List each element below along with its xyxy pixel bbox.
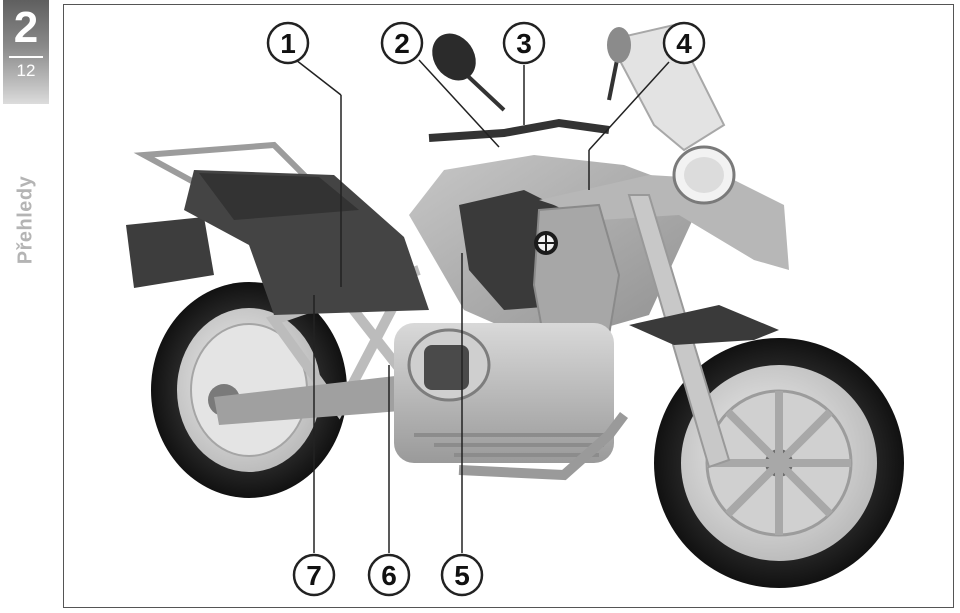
callout-leader-lines: [295, 59, 670, 553]
right-mirror: [607, 27, 631, 63]
callout-7-label: 7: [306, 560, 322, 591]
figure-frame: 1 2 3 4 5 6 7: [63, 4, 954, 608]
chapter-tab: 2 12: [3, 0, 49, 104]
callout-4: 4: [662, 21, 706, 65]
chapter-divider: [9, 56, 43, 58]
page-number: 12: [16, 61, 36, 80]
front-beak: [539, 175, 789, 270]
bmw-logo: [534, 231, 558, 255]
section-title: Přehledy: [14, 175, 37, 265]
callout-7: 7: [292, 553, 336, 597]
callout-3: 3: [502, 21, 546, 65]
engine: [394, 323, 614, 463]
chapter-number: 2: [13, 3, 39, 52]
headlight: [672, 145, 736, 205]
callout-6-label: 6: [381, 560, 397, 591]
callout-3-label: 3: [516, 28, 532, 59]
front-fender: [629, 305, 779, 345]
rear-fender: [126, 217, 214, 288]
seat-rear: [199, 173, 359, 220]
callout-6: 6: [367, 553, 411, 597]
leader-2: [418, 59, 500, 148]
callout-2-label: 2: [394, 28, 410, 59]
crash-bar: [458, 412, 628, 481]
leader-1: [295, 59, 342, 96]
callout-5-label: 5: [454, 560, 470, 591]
front-wheel: [654, 338, 904, 588]
windshield: [607, 23, 726, 152]
left-mirror: [432, 33, 476, 81]
callout-1: 1: [266, 21, 310, 65]
callout-1-label: 1: [280, 28, 296, 59]
leader-4: [588, 61, 670, 151]
callout-5: 5: [440, 553, 484, 597]
callout-2: 2: [380, 21, 424, 65]
motorcycle-illustration: 1 2 3 4 5 6 7: [126, 21, 904, 597]
callout-4-label: 4: [676, 28, 692, 59]
handlebar: [428, 118, 610, 142]
